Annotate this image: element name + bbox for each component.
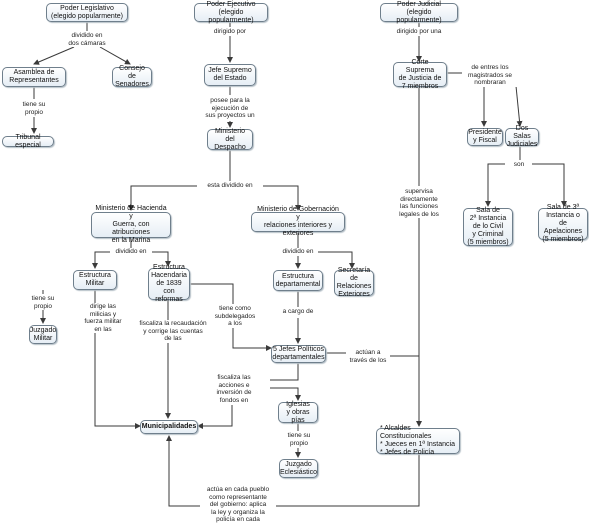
label-tiene-su-propio-2: tiene su propio <box>25 295 61 310</box>
label-dividido-camaras: dividido en dos cámaras <box>62 32 112 47</box>
label-dirigido-por-una: dirigido por una <box>389 28 449 36</box>
node-estructura-hacendaria[interactable]: Estructura Hacendaria de 1839 con reform… <box>148 264 190 303</box>
node-presidente-fiscal[interactable]: Presidente y Fiscal <box>467 128 503 146</box>
label-supervisa: supervisa directamente las funciones leg… <box>390 188 448 218</box>
link-subdelegados-jefes <box>232 328 272 351</box>
node-tribunal-especial[interactable]: Tribunal especial <box>2 134 54 149</box>
link-label-senadores <box>99 46 131 65</box>
node-municipalidades[interactable]: Municipalidades <box>140 420 198 434</box>
node-juzgado-eclesiastico[interactable]: Juzgado Eclesiástico <box>279 459 318 478</box>
node-alcaldes-jueces[interactable]: * Alcaldes Constitucionales * Jueces en … <box>376 425 460 456</box>
link-label-hacendaria <box>150 251 171 267</box>
label-tiene-su-propio-3: tiene su propio <box>282 432 316 447</box>
label-tiene-su-propio-1: tiene su propio <box>14 101 54 116</box>
link-alcaldes-actua <box>275 454 420 507</box>
link-son-sala3 <box>530 163 567 207</box>
label-fiscaliza-recaudacion: fiscaliza la recaudación y corrige las c… <box>134 320 212 343</box>
label-esta-dividido: esta dividido en <box>197 182 263 190</box>
link-label-secretaria <box>314 251 355 269</box>
label-a-cargo-de: a cargo de <box>276 308 320 316</box>
label-dividido-en-2: dividido en <box>278 248 318 256</box>
node-asamblea-representantes[interactable]: Asamblea de Representantes <box>2 67 66 87</box>
node-sala-segunda[interactable]: Sala de 2ª Instancia de lo Civil y Crimi… <box>463 207 513 246</box>
label-actua-pueblo: actúa en cada pueblo como representante … <box>200 486 276 524</box>
label-son: son <box>506 161 532 169</box>
link-fiscaliza-muni <box>197 405 233 429</box>
node-ministerio-despacho[interactable]: Ministerio del Despacho <box>207 128 253 151</box>
link-label-hacienda <box>128 185 198 211</box>
label-actuan: actúan a través de los <box>346 349 390 364</box>
node-corte-suprema[interactable]: Corte Suprema de Justicia de 7 miembros <box>393 59 447 90</box>
node-estructura-departamental[interactable]: Estructura departamental <box>273 270 323 291</box>
node-juzgado-militar[interactable]: Juzgado Militar <box>29 325 57 344</box>
link-label-asamblea <box>33 46 75 65</box>
node-iglesias-obras[interactable]: Iglesias y obras pías <box>278 401 318 424</box>
node-poder-legislativo[interactable]: Poder Legislativo (elegido popularmente) <box>46 3 128 22</box>
node-ministerio-gobernacion[interactable]: Ministerio de Gobernación y relaciones i… <box>251 206 345 237</box>
label-dirigido-por: dirigido por <box>200 28 260 36</box>
label-dividido-en-1: dividido en <box>110 248 152 256</box>
link-hacendaria-subdelegados <box>189 283 234 304</box>
node-secretaria-relaciones[interactable]: Secretaría de Relaciones Exteriores <box>334 267 374 298</box>
node-estructura-militar[interactable]: Estructura Militar <box>73 270 117 290</box>
node-jefe-supremo[interactable]: Jefe Supremo del Estado <box>204 64 256 86</box>
label-tiene-subdelegados: tiene como subdelegados a los <box>212 305 258 328</box>
link-label-militar <box>92 251 112 269</box>
link-dirige-municipalidades <box>94 333 141 429</box>
label-posee-para: posee para la ejecución de sus proyectos… <box>198 97 262 120</box>
label-de-entres: de entres los magistrados se nombraran <box>462 64 518 87</box>
node-poder-judicial[interactable]: Poder Judicial (elegido popularmente) <box>380 1 458 24</box>
node-sala-tercera[interactable]: Sala de 3ª Instancia o de Apelaciones (5… <box>538 204 588 243</box>
label-dirige-milicias: dirige las milicias y fuerza militar en … <box>73 303 133 333</box>
link-label-dos-salas <box>515 85 523 127</box>
node-ministerio-hacienda[interactable]: Ministerio de Hacienda y Guerra, con atr… <box>91 205 171 244</box>
link-son-sala2 <box>485 163 505 207</box>
link-jefes-fiscaliza <box>270 363 299 381</box>
node-jefes-politicos[interactable]: 5 Jefes Políticos departamentales <box>271 345 326 363</box>
link-fiscaliza-iglesias <box>270 387 301 401</box>
label-fiscaliza-acciones: fiscaliza las acciones e inversión de fo… <box>210 374 258 404</box>
node-consejo-senadores[interactable]: Consejo de Senadores <box>112 65 152 88</box>
link-label-gobernacion <box>262 185 301 211</box>
node-poder-ejecutivo[interactable]: Poder Ejecutivo (elegido popularmente) <box>194 1 268 24</box>
link-actua-municipalidades <box>166 435 200 507</box>
node-dos-salas[interactable]: Dos Salas Judiciales <box>505 125 539 148</box>
